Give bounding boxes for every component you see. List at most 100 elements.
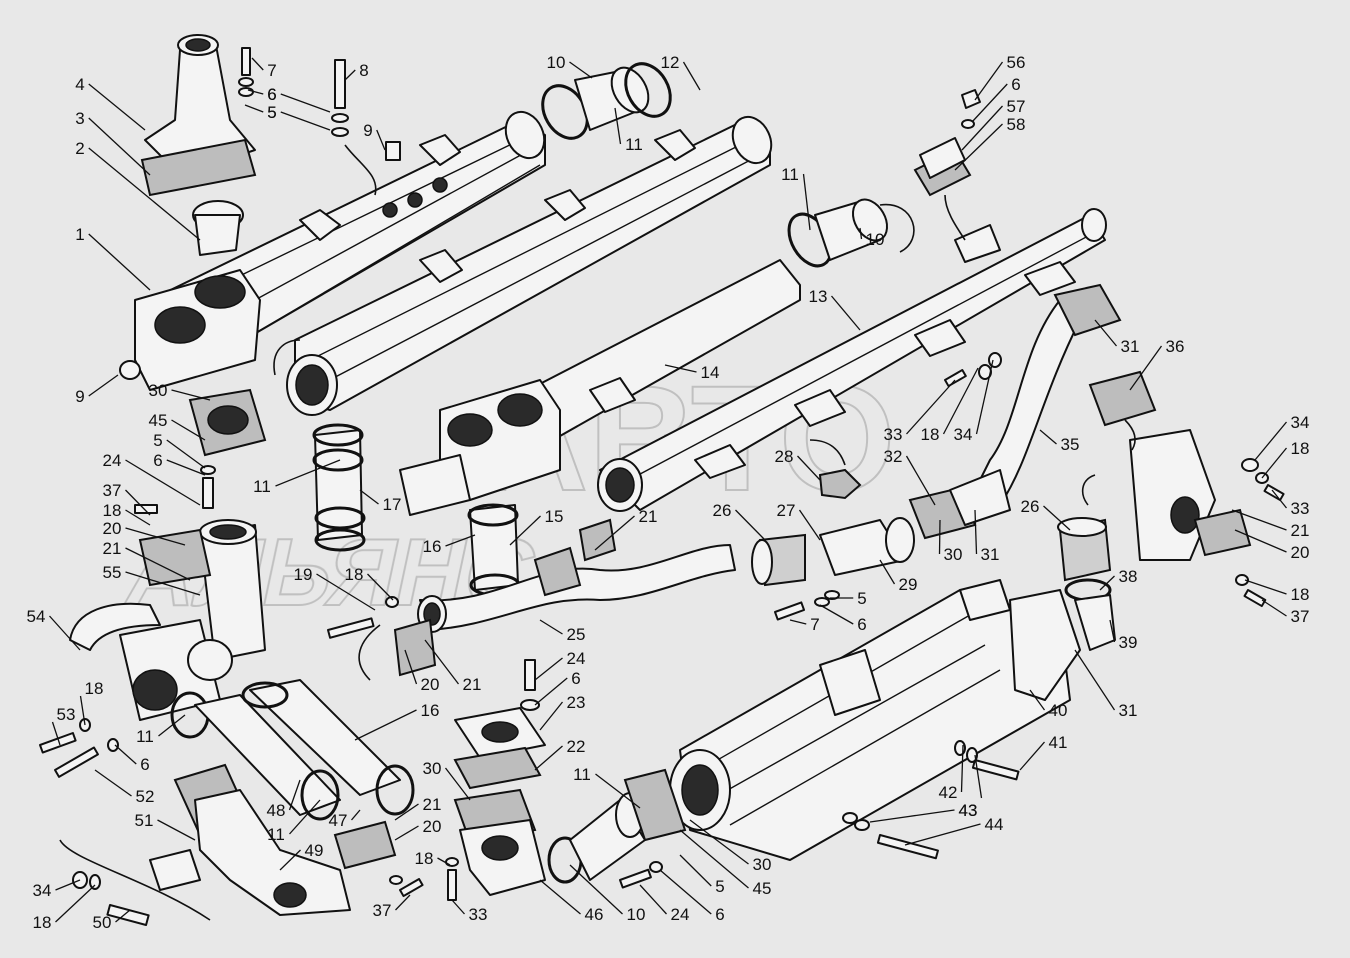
callout-number: 34	[33, 881, 52, 900]
callout-leader	[1029, 689, 1046, 711]
callout-leader	[344, 69, 356, 81]
callout-leader	[1254, 421, 1288, 461]
callout-leader	[679, 854, 712, 887]
callout-leader	[639, 884, 667, 915]
callout-leader	[125, 547, 191, 581]
bolts-top	[238, 47, 401, 196]
vertical-pipe	[134, 504, 266, 661]
callout-number: 40	[1049, 701, 1068, 720]
callout-number: 21	[103, 539, 122, 558]
callout-number: 24	[103, 451, 122, 470]
sleeve-stack-left	[312, 423, 521, 597]
callout-leader	[289, 799, 321, 835]
callout-leader	[55, 884, 96, 923]
callout-number: 37	[373, 901, 392, 920]
callout-leader	[735, 509, 766, 541]
callout-leader	[316, 573, 376, 611]
callout-number: 3	[75, 109, 84, 128]
callout-leader	[789, 619, 807, 625]
sleeve-bottom	[547, 768, 687, 889]
callout-leader	[1039, 429, 1057, 445]
manifold-center	[273, 115, 773, 416]
callout-leader	[1094, 319, 1118, 347]
callout-number: 56	[1007, 53, 1026, 72]
callout-leader	[79, 695, 86, 726]
callout-number: 43	[959, 801, 978, 820]
callout-number: 31	[1119, 701, 1138, 720]
callout-leader	[879, 559, 896, 585]
callout-leader	[679, 829, 749, 889]
callout-number: 11	[573, 765, 591, 784]
thermostat-housing	[140, 34, 257, 256]
callout-number: 5	[267, 103, 276, 122]
callout-number: 45	[753, 879, 772, 898]
callout-number: 33	[1291, 499, 1310, 518]
callout-number: 25	[567, 625, 586, 644]
callout-number: 18	[85, 679, 104, 698]
callout-number: 18	[415, 849, 434, 868]
callout-number: 4	[75, 75, 84, 94]
callout-number: 26	[1021, 497, 1040, 516]
callout-number: 31	[981, 545, 1000, 564]
callout-number: 10	[627, 905, 646, 924]
callout-number: 11	[253, 477, 271, 496]
callout-number: 22	[567, 737, 586, 756]
callout-leader	[938, 519, 941, 555]
callout-leader	[569, 61, 593, 79]
callout-leader	[114, 744, 137, 765]
callout-leader	[275, 459, 341, 487]
callout-number: 21	[1291, 521, 1310, 540]
manifold-lower-left	[69, 602, 233, 739]
callout-leader	[534, 677, 568, 706]
callout-number: 58	[1007, 115, 1026, 134]
callout-leader	[961, 105, 1003, 151]
callout-number: 29	[899, 575, 918, 594]
callout-number: 51	[135, 811, 154, 830]
callout-leader	[394, 825, 419, 841]
callout-leader	[1074, 649, 1116, 711]
callout-leader	[539, 879, 581, 915]
callout-number: 36	[1166, 337, 1185, 356]
callout-leader	[904, 823, 981, 846]
callout-number: 30	[149, 381, 168, 400]
callout-leader	[659, 869, 712, 915]
callout-leader	[1129, 345, 1163, 391]
callout-leader	[395, 894, 411, 911]
callout-number: 7	[267, 61, 276, 80]
callout-number: 21	[423, 795, 442, 814]
callout-leader	[125, 459, 201, 506]
callout-number: 9	[363, 121, 372, 140]
callout-leader	[166, 459, 206, 476]
callout-number: 6	[267, 85, 276, 104]
callout-leader	[404, 649, 418, 685]
callout-leader	[942, 367, 979, 435]
callout-number: 13	[809, 287, 828, 306]
callout-leader	[539, 701, 564, 731]
callout-leader	[125, 489, 151, 516]
callout-number: 10	[866, 230, 885, 249]
callout-leader	[359, 489, 379, 505]
bolts-right-bottom	[842, 740, 1020, 860]
callout-number: 20	[1291, 543, 1310, 562]
callout-leader	[689, 819, 749, 865]
callout-number: 20	[421, 675, 440, 694]
callout-number: 2	[75, 139, 84, 158]
callout-number: 18	[921, 425, 940, 444]
callout-number: 55	[103, 563, 122, 582]
callout-number: 6	[1011, 75, 1020, 94]
callout-leader	[1231, 509, 1287, 531]
callout-number: 26	[713, 501, 732, 520]
callout-leader	[394, 803, 419, 821]
sleeve-top	[541, 62, 672, 140]
callout-number: 21	[463, 675, 482, 694]
callout-leader	[1261, 599, 1287, 617]
callout-leader	[437, 857, 451, 866]
callout-number: 16	[421, 701, 440, 720]
callout-leader	[51, 721, 61, 746]
callout-leader	[594, 515, 635, 551]
bolts-bottom	[39, 596, 459, 927]
callout-number: 20	[423, 817, 442, 836]
callout-number: 52	[136, 787, 155, 806]
callout-number: 34	[954, 425, 973, 444]
